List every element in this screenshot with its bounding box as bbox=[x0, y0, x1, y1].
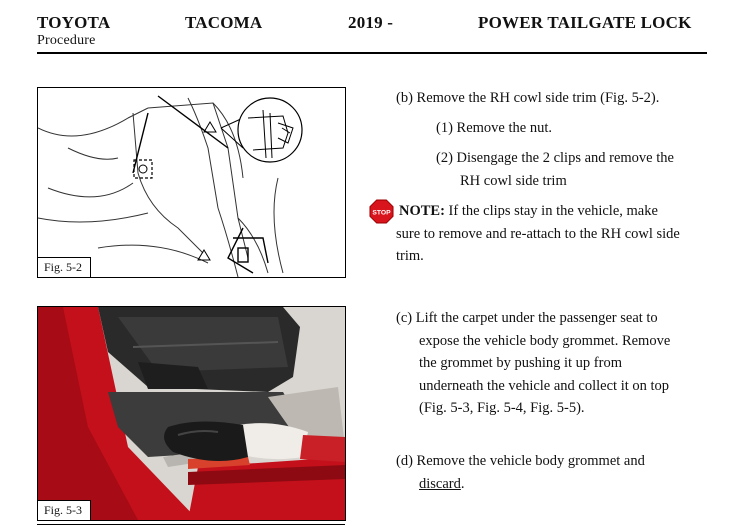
step-d-period: . bbox=[460, 476, 465, 492]
step-c-line3: the grommet by pushing it up from bbox=[419, 355, 622, 371]
figure-5-3: Fig. 5-3 bbox=[37, 306, 346, 521]
step-d-line2: discard. bbox=[419, 473, 465, 496]
stop-icon-text: STOP bbox=[372, 209, 391, 216]
step-d-line1: (d) Remove the vehicle body grommet and bbox=[396, 453, 645, 469]
brand-name: TOYOTA bbox=[37, 13, 111, 32]
step-b-sub1: (1) Remove the nut. bbox=[436, 120, 552, 136]
step-b-sub2-line2: RH cowl side trim bbox=[460, 173, 567, 189]
model-year: 2019 - bbox=[348, 13, 394, 32]
step-b-sub2-line1: (2) Disengage the 2 clips and remove the bbox=[436, 150, 674, 166]
grommet-photo bbox=[38, 307, 345, 520]
step-c-line5: (Fig. 5-3, Fig. 5-4, Fig. 5-5). bbox=[419, 400, 585, 416]
step-c-line2: expose the vehicle body grommet. Remove bbox=[419, 333, 671, 349]
document-title: POWER TAILGATE LOCK bbox=[478, 13, 692, 32]
note-line1: NOTE: If the clips stay in the vehicle, … bbox=[399, 200, 658, 223]
note-label: NOTE: bbox=[399, 203, 445, 219]
figure-5-3-label: Fig. 5-3 bbox=[38, 500, 92, 520]
step-b-text: (b) Remove the RH cowl side trim (Fig. 5… bbox=[396, 90, 660, 106]
section-subtitle: Procedure bbox=[37, 33, 96, 48]
model-name: TACOMA bbox=[185, 13, 263, 32]
note-line2: sure to remove and re-attach to the RH c… bbox=[396, 226, 680, 242]
header-divider bbox=[37, 52, 707, 54]
note-line3: trim. bbox=[396, 248, 424, 264]
page-header: TOYOTA TACOMA 2019 - POWER TAILGATE LOCK… bbox=[0, 10, 730, 52]
cowl-trim-drawing bbox=[38, 95, 303, 277]
note-text: If the clips stay in the vehicle, make bbox=[444, 203, 658, 219]
bottom-divider bbox=[37, 524, 345, 525]
step-c-line1: (c) Lift the carpet under the passenger … bbox=[396, 310, 658, 326]
step-c-line4: underneath the vehicle and collect it on… bbox=[419, 378, 670, 394]
stop-sign-icon: STOP bbox=[369, 199, 394, 224]
figure-5-2: Fig. 5-2 bbox=[37, 87, 346, 278]
figure-5-2-label: Fig. 5-2 bbox=[38, 257, 92, 277]
discard-emphasis: discard bbox=[419, 476, 461, 492]
